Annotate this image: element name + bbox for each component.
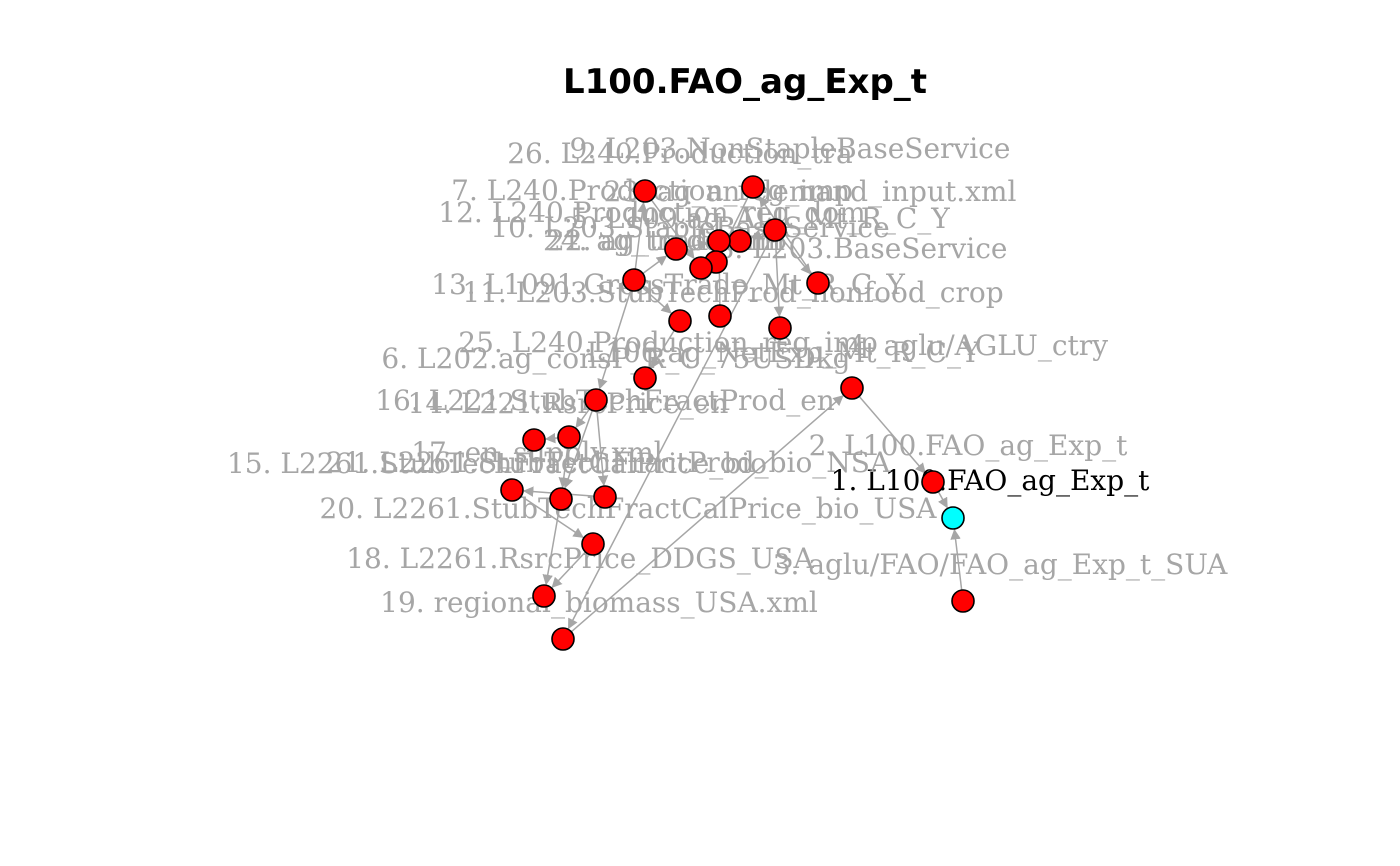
edge-13-12 [642,255,668,275]
node-19 [532,584,556,608]
node-3 [951,589,975,613]
edge-5-27 [567,239,771,630]
node-14 [557,425,581,449]
nodes-layer [500,175,975,651]
node-6 [633,366,657,390]
edge-13-25 [641,286,672,314]
graph-title: L100.FAO_ag_Exp_t [563,62,927,102]
node-5 [763,218,787,242]
node-label-15: 15. L2261.StubTechFractCalPrice_bio [227,447,767,480]
node-15 [500,478,524,502]
node-label-5: 5. L109.ag_ALL_Mt_R_C_Y [570,202,950,235]
labels-layer: 1. L100.FAO_ag_Exp_t2. L100.FAO_ag_Exp_t… [227,132,1228,619]
node-9 [741,175,765,199]
node-label-14: 14. L221.RsrcPrice_en [408,387,729,420]
edge-8-9 [759,196,813,275]
node-4 [840,376,864,400]
node-16 [584,388,608,412]
edge-20-19 [542,509,560,586]
edge-2-1 [937,491,948,509]
node-label-11: 11. L203.StubTechProd_nonfood_crop [462,276,1003,309]
node-label-3: 3. aglu/FAO/FAO_ag_Exp_t_SUA [773,548,1228,581]
node-20 [549,487,573,511]
edge-18-19 [551,551,587,589]
edge-25-6 [650,329,675,369]
node-18 [581,532,605,556]
edge-13-7 [634,201,648,270]
node-1 [941,506,965,530]
node-2 [921,470,945,494]
node-label-9: 9. L203.NonStapleBaseService [570,132,1011,165]
edge-16-20 [563,410,594,489]
node-label-13: 13. L1091.GrossTrade_Mt_R_C_Y [431,268,905,301]
node-26 [708,304,732,328]
node-25 [668,309,692,333]
edge-16-14 [575,408,591,429]
edge-4-2 [858,395,926,474]
edge-27-4 [570,395,844,633]
node-label-8: 8. L203.BaseService [717,232,1008,265]
edge-12-22 [686,239,709,251]
node-17 [593,485,617,509]
edge-15-18 [520,495,584,538]
node-label-19: 19. regional_biomass_USA.xml [380,586,818,619]
node-label-10: 10. L203.StapleBaseService [490,211,889,244]
node-label-12: 12. L240.Production_reg_dom [438,196,865,229]
node-label-2: 2. L100.FAO_ag_Exp_t [809,429,1128,462]
node-13 [622,268,646,292]
node-11 [768,316,792,340]
node-24 [689,256,713,280]
node-8 [806,271,830,295]
node-label-20: 20. L2261.StubTechFractCalPrice_bio_USA [319,492,937,525]
node-22 [707,229,731,253]
edge-5-10 [750,229,765,240]
node-label-4: 4. aglu/AGLU_ctry [848,329,1108,362]
node-label-21: 21. L2261.StubTechFractProd_bio_NSA [326,446,891,479]
node-label-23: 23. ag_an_demand_input.xml [604,175,1017,208]
edge-16-17 [596,410,609,487]
node-7 [633,179,657,203]
node-12 [664,237,688,261]
edge-5-11 [773,240,785,318]
node-10 [728,229,752,253]
edge-14-21 [544,432,559,444]
edge-5-8 [781,238,812,275]
node-21 [522,428,546,452]
node-label-6: 6. L202.ag_consP_R_C_75USDkg [381,342,850,375]
node-label-18: 18. L2261.RsrcPrice_DDGS_USA [346,542,814,575]
node-label-1: 1. L100.FAO_ag_Exp_t [831,464,1150,497]
node-label-27: L106.ag_NetExp_Mt_R_C_Y [587,336,980,369]
edge-13-16 [597,290,632,390]
edge-3-1 [950,528,963,591]
node-label-26: 26. L240.Production_tra [507,137,853,170]
node-27 [551,627,575,651]
node-label-25: 25. L240.Production_reg_imp [458,326,878,359]
